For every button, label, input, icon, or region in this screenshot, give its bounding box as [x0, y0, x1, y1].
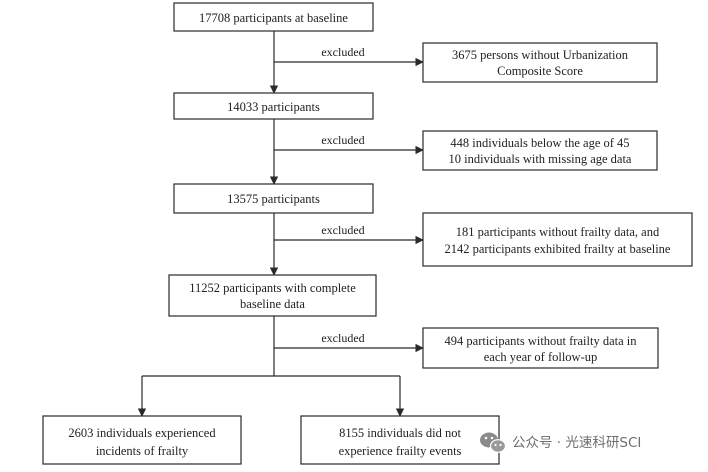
exclusion-age-box — [422, 130, 658, 171]
node-baseline-line-1: 17708 participants at baseline — [199, 11, 348, 25]
node-incident: 2603 individuals experienced incidents o… — [42, 415, 242, 465]
node-complete-box — [168, 274, 377, 317]
exclusion-frailty-baseline: 181 participants without frailty data, a… — [422, 212, 693, 267]
exclusion-frailty-baseline-box — [422, 212, 693, 267]
exclusion-frailty-baseline-line-2: 2142 participants exhibited frailty at b… — [445, 242, 671, 256]
exclusion-followup-box — [422, 327, 659, 369]
node-after-urban: 14033 participants — [173, 92, 374, 120]
node-after-urban-line-1: 14033 participants — [227, 100, 320, 114]
node-after-urban-box — [173, 92, 374, 120]
exclusion-urban-line-2: Composite Score — [497, 64, 583, 78]
node-complete-line-2: baseline data — [240, 297, 305, 311]
exclusion-age-line-2: 10 individuals with missing age data — [449, 152, 632, 166]
excluded-label-urban: excluded — [321, 45, 364, 59]
exclusion-frailty-baseline-line-1: 181 participants without frailty data, a… — [456, 225, 660, 239]
node-after-age-line-1: 13575 participants — [227, 192, 320, 206]
node-incident-line-1: 2603 individuals experienced — [68, 426, 216, 440]
watermark: 公众号 · 光速科研SCI — [480, 432, 641, 453]
node-baseline-box — [173, 2, 374, 32]
node-complete: 11252 participants with complete baselin… — [168, 274, 377, 317]
node-no-incident-box — [300, 415, 500, 465]
node-no-incident-line-1: 8155 individuals did not — [339, 426, 461, 440]
exclusion-followup: 494 participants without frailty data in… — [422, 327, 659, 369]
node-no-incident-line-2: experience frailty events — [339, 444, 462, 458]
wechat-icon — [480, 432, 507, 453]
excluded-label-age: excluded — [321, 133, 364, 147]
exclusion-urban: 3675 persons without Urbanization Compos… — [422, 42, 658, 83]
watermark-text: 公众号 · 光速科研SCI — [512, 435, 641, 451]
exclusion-age-line-1: 448 individuals below the age of 45 — [450, 136, 629, 150]
excluded-label-frailty-baseline: excluded — [321, 223, 364, 237]
exclusion-age: 448 individuals below the age of 45 10 i… — [422, 130, 658, 171]
node-no-incident: 8155 individuals did not experience frai… — [300, 415, 500, 465]
node-incident-box — [42, 415, 242, 465]
node-after-age-box — [173, 183, 374, 214]
node-after-age: 13575 participants — [173, 183, 374, 214]
exclusion-followup-line-2: each year of follow-up — [484, 350, 598, 364]
node-baseline: 17708 participants at baseline — [173, 2, 374, 32]
exclusion-urban-box — [422, 42, 658, 83]
excluded-label-followup: excluded — [321, 331, 364, 345]
exclusion-urban-line-1: 3675 persons without Urbanization — [452, 48, 629, 62]
node-incident-line-2: incidents of frailty — [96, 444, 189, 458]
node-complete-line-1: 11252 participants with complete — [189, 281, 356, 295]
exclusion-followup-line-1: 494 participants without frailty data in — [445, 334, 638, 348]
